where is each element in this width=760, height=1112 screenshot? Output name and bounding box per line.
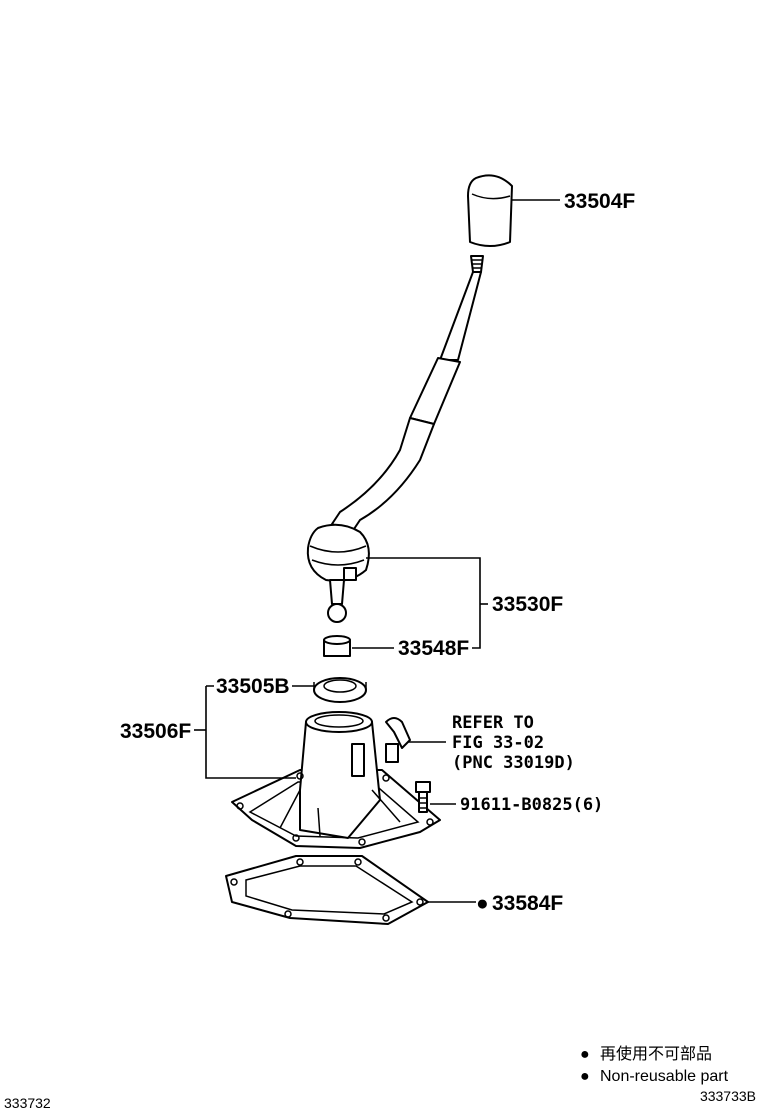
bushing-drawing [323, 635, 351, 657]
label-bushing: 33548F [398, 637, 469, 660]
retainer-housing-drawing [231, 711, 441, 849]
gasket-drawing [225, 855, 429, 925]
legend-text-en: Non-reusable part [600, 1068, 729, 1085]
bolt-drawing [415, 781, 431, 813]
legend-bullet-jp: ● [580, 1046, 590, 1063]
label-knob: 33504F [564, 190, 635, 213]
label-gasket: 33584F [492, 892, 563, 915]
shift-knob-drawing [467, 174, 513, 247]
footer-left-id: 333732 [4, 1095, 51, 1111]
retainer-seat-drawing [313, 677, 367, 703]
fitting-drawing [385, 717, 411, 763]
legend-bullet-en: ● [580, 1068, 590, 1085]
shift-lever-drawing [306, 255, 484, 623]
leader-lines [194, 199, 560, 903]
label-bolt: 91611-B0825(6) [460, 795, 603, 815]
label-retainer: 33506F [120, 720, 191, 743]
label-retainer-seat: 33505B [216, 675, 290, 698]
reference-line-3: (PNC 33019D) [452, 753, 575, 773]
reference-line-2: FIG 33-02 [452, 733, 544, 753]
non-reusable-marker: ● [476, 892, 489, 915]
label-lever-assembly: 33530F [492, 593, 563, 616]
reference-line-1: REFER TO [452, 713, 534, 733]
footer-right-id: 333733B [700, 1088, 756, 1104]
legend-text-jp: 再使用不可部品 [600, 1045, 712, 1063]
